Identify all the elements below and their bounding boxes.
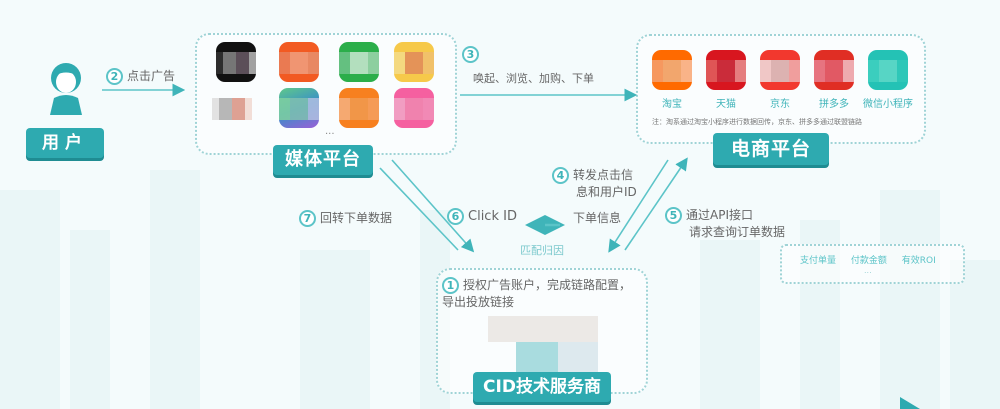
jd-label: 京东 [770, 99, 790, 110]
order-info-label: 下单信息 [573, 211, 622, 225]
jd-app-icon [760, 50, 800, 90]
metric-order-count: 支付单量 [800, 256, 837, 266]
tmall-label: 天猫 [716, 99, 736, 110]
taobao-label: 淘宝 [662, 99, 682, 110]
user-label: 用户 [26, 128, 104, 158]
match-attribution-label: 匹配归因 [520, 244, 564, 257]
wechat-app-icon [339, 42, 379, 82]
metric-payment-amount: 付款金额 [850, 256, 887, 266]
metrics-more: ... [864, 266, 872, 275]
metric-effective-roi: 有效ROI [901, 256, 936, 266]
step-1-number: 1 [442, 277, 459, 294]
cid-provider-logo-blurred [488, 316, 598, 378]
step-7-number: 7 [299, 210, 316, 227]
wechat-miniprogram-icon [868, 50, 908, 90]
step-4-number: 4 [552, 167, 569, 184]
wechat-miniprogram-label: 微信小程序 [863, 99, 913, 110]
step-3-text: 唤起、浏览、加购、下单 [473, 72, 594, 85]
step-2-number: 2 [106, 68, 123, 85]
step-3-number: 3 [462, 46, 479, 63]
cid-provider-label: CID技术服务商 [473, 372, 611, 402]
app-icon-7 [339, 88, 379, 128]
metrics-box [780, 244, 965, 284]
pinduoduo-label: 拼多多 [819, 99, 849, 110]
user-avatar-icon [50, 63, 82, 115]
app-icon-5 [212, 90, 252, 130]
app-icon-8 [394, 88, 434, 128]
media-platform-label: 媒体平台 [273, 145, 373, 175]
step-6-number: 6 [447, 208, 464, 225]
media-more-ellipsis: ... [325, 126, 335, 137]
step-5-number: 5 [665, 207, 682, 224]
tmall-app-icon [706, 50, 746, 90]
kuaishou-app-icon [279, 42, 319, 82]
pinduoduo-app-icon [814, 50, 854, 90]
ecommerce-note: 注：淘系通过淘宝小程序进行数据回传，京东、拼多多通过联盟链路 [652, 118, 862, 126]
taobao-app-icon [652, 50, 692, 90]
user-node [24, 60, 104, 160]
douyin-app-icon [216, 42, 256, 82]
step-3-number-wrap: 3 [462, 44, 483, 63]
corner-triangle-decoration [900, 397, 920, 409]
app-icon-6 [279, 88, 319, 128]
meituan-app-icon [394, 42, 434, 82]
metrics-items: 支付单量 付款金额 有效ROI [800, 253, 936, 266]
ecommerce-platform-label: 电商平台 [713, 133, 829, 165]
